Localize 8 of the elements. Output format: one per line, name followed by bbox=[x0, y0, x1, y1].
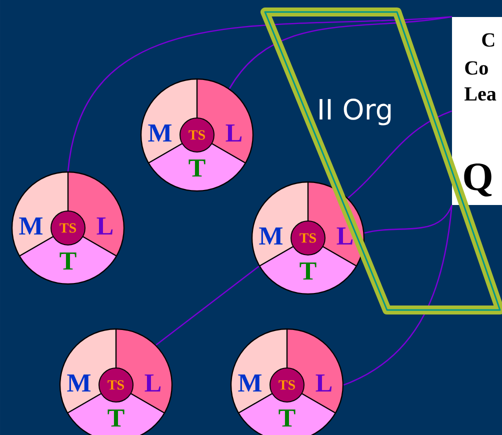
connector-line bbox=[67, 16, 452, 172]
connector-line bbox=[364, 204, 452, 234]
frame-label: II Org bbox=[320, 98, 391, 126]
connector-line bbox=[228, 16, 452, 89]
connector-line bbox=[348, 110, 452, 198]
text-panel: C Co Lea Q bbox=[452, 17, 502, 205]
connector-line bbox=[343, 205, 452, 386]
connector-line bbox=[156, 266, 260, 346]
